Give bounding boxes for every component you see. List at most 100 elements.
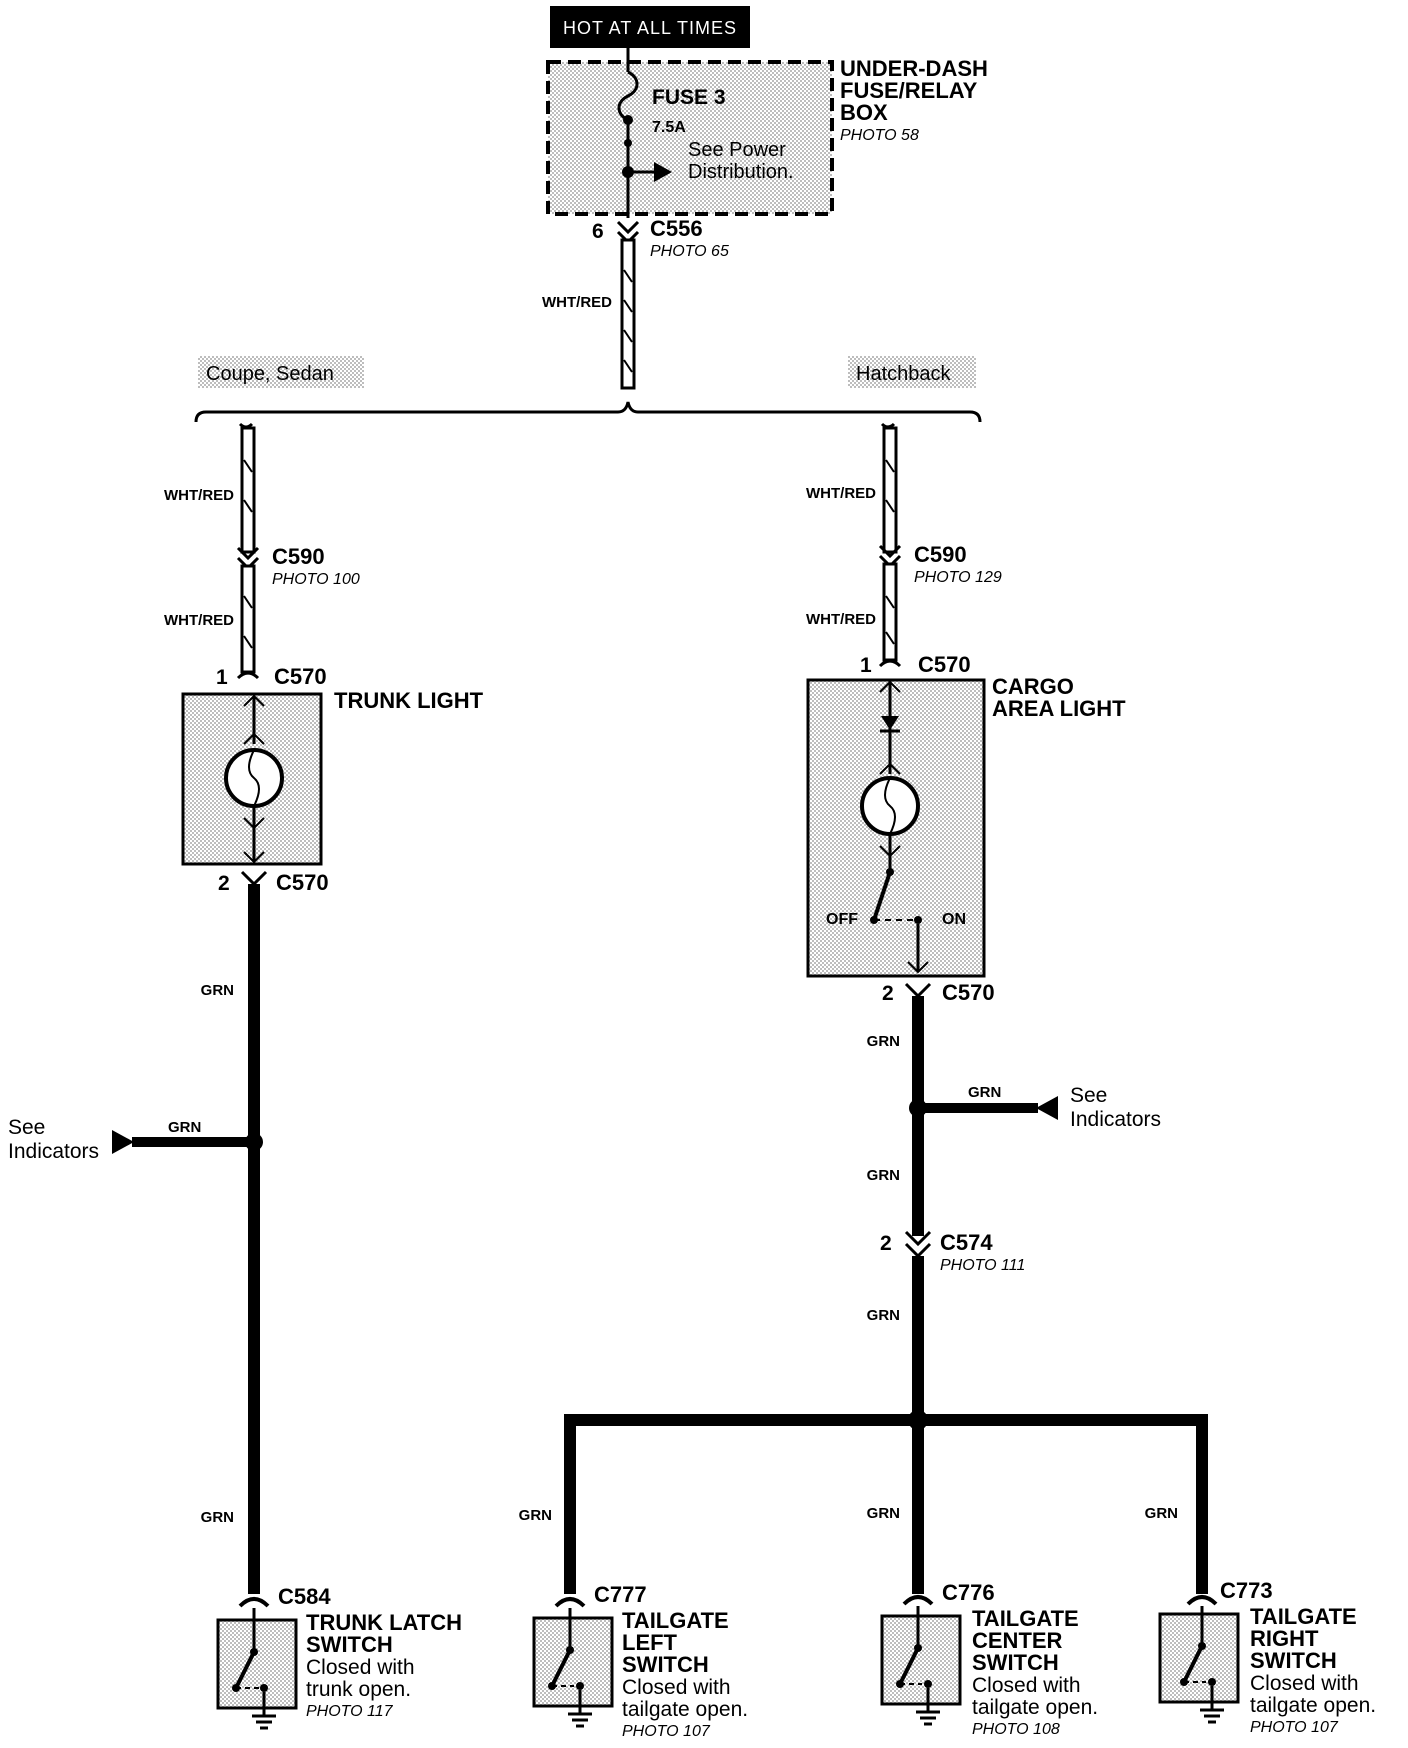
tailgate-center-ground-icon <box>916 1710 940 1726</box>
right-c590-label: C590 <box>914 542 967 567</box>
trunk-latch-label-2: SWITCH <box>306 1632 393 1657</box>
tailgate-center-l5: tailgate open. <box>972 1696 1098 1719</box>
variant-coupe-sedan: Coupe, Sedan <box>206 363 334 385</box>
fuse-box-label-2: FUSE/RELAY <box>840 78 978 103</box>
left-c570-top-label: C570 <box>274 664 327 689</box>
tailgate-left-photo: PHOTO 107 <box>622 1723 711 1740</box>
trunk-latch-label-1: TRUNK LATCH <box>306 1610 462 1635</box>
tailgate-center-l1: TAILGATE <box>972 1606 1079 1631</box>
under-dash-fuse-box <box>546 60 834 216</box>
see-power-arrow <box>654 162 672 182</box>
fuse-box-photo: PHOTO 58 <box>840 127 919 144</box>
cargo-light-label-1: CARGO <box>992 674 1074 699</box>
tailgate-right-switch: GRN C773 TAILGATE RIGHT SWITCH Closed wi… <box>1145 1505 1376 1736</box>
right-c570-pin2: 2 <box>882 982 894 1005</box>
trunk-latch-switch-box <box>216 1618 298 1710</box>
trunk-latch-switch-blade <box>234 1651 256 1689</box>
c584-label: C584 <box>278 1584 331 1609</box>
left-whtred-wire-2 <box>240 564 256 674</box>
right-c590-photo: PHOTO 129 <box>914 569 1002 586</box>
hot-at-all-times-label: HOT AT ALL TIMES <box>563 18 737 38</box>
tailgate-right-l3: SWITCH <box>1250 1648 1337 1673</box>
tailgate-left-l5: tailgate open. <box>622 1698 748 1721</box>
left-see-indicators-2: Indicators <box>8 1140 99 1163</box>
feed-wire <box>620 238 636 390</box>
tailgate-left-switch: GRN C777 TAILGATE LEFT SWITCH Closed wit… <box>519 1507 748 1740</box>
right-grn-label-2: GRN <box>867 1167 900 1184</box>
c556-label: C556 <box>650 216 703 241</box>
fuse-rating: 7.5A <box>652 119 686 136</box>
variant-bracket <box>194 401 982 423</box>
cargo-light-on-label: ON <box>942 911 966 928</box>
tailgate-left-l3: SWITCH <box>622 1652 709 1677</box>
left-see-indicators-1: See <box>8 1116 45 1139</box>
fuse-name: FUSE 3 <box>652 86 726 109</box>
right-see-indicators-1: See <box>1070 1084 1107 1107</box>
right-see-indicators-2: Indicators <box>1070 1108 1161 1131</box>
left-c590-photo: PHOTO 100 <box>272 571 360 588</box>
tailgate-left-wire: GRN <box>519 1507 552 1524</box>
right-wire-mid-label: WHT/RED <box>806 611 876 628</box>
left-c570-pin2: 2 <box>218 872 230 895</box>
tailgate-center-wire: GRN <box>867 1505 900 1522</box>
cargo-light-label-2: AREA LIGHT <box>992 696 1126 721</box>
right-grn-label-3: GRN <box>867 1307 900 1324</box>
fuse-box-label-3: BOX <box>840 100 888 125</box>
c574-pin: 2 <box>880 1232 892 1255</box>
tailgate-right-ground-icon <box>1200 1708 1224 1724</box>
left-c570-bot-label: C570 <box>276 870 329 895</box>
tailgate-right-l1: TAILGATE <box>1250 1604 1357 1629</box>
right-c570-pin1: 1 <box>860 654 872 677</box>
tailgate-right-photo: PHOTO 107 <box>1250 1719 1339 1736</box>
left-c590-label: C590 <box>272 544 325 569</box>
right-grn-label-1: GRN <box>867 1033 900 1050</box>
left-c570-top-connector <box>236 671 260 680</box>
cargo-light-diode-icon <box>881 716 899 730</box>
tailgate-center-l3: SWITCH <box>972 1650 1059 1675</box>
see-power-text-2: Distribution. <box>688 161 794 183</box>
tailgate-right-l4: Closed with <box>1250 1672 1359 1695</box>
feed-wire-label: WHT/RED <box>542 294 612 311</box>
c584-connector <box>238 1597 270 1608</box>
tailgate-right-l2: RIGHT <box>1250 1626 1319 1651</box>
right-whtred-wire-1 <box>882 426 898 554</box>
trunk-latch-label-3: Closed with <box>306 1656 415 1679</box>
c574-photo: PHOTO 111 <box>940 1257 1025 1274</box>
hot-at-all-times-banner <box>550 6 750 48</box>
see-indicators-arrow-left <box>112 1130 134 1154</box>
right-whtred-wire-2 <box>882 562 898 662</box>
c556-pin: 6 <box>592 220 604 243</box>
c574-label: C574 <box>940 1230 993 1255</box>
right-c570-top-label: C570 <box>918 652 971 677</box>
tailgate-center-l2: CENTER <box>972 1628 1063 1653</box>
right-c570-bot-connector <box>904 982 932 999</box>
right-branch-wire-label: GRN <box>968 1084 1001 1101</box>
c776-label: C776 <box>942 1580 995 1605</box>
left-wire-top-label: WHT/RED <box>164 487 234 504</box>
cargo-light-off-label: OFF <box>826 911 858 928</box>
c556-photo: PHOTO 65 <box>650 243 729 260</box>
trunk-light-label: TRUNK LIGHT <box>334 688 484 713</box>
c777-label: C777 <box>594 1582 647 1607</box>
tailgate-bus-wire <box>564 1414 1208 1594</box>
cargo-light-switch-blade <box>872 871 892 921</box>
tailgate-left-l1: TAILGATE <box>622 1608 729 1633</box>
left-grn-label-2: GRN <box>201 1509 234 1526</box>
tailgate-left-ground-icon <box>568 1712 592 1728</box>
right-c570-top-connector <box>878 659 902 668</box>
tailgate-center-photo: PHOTO 108 <box>972 1721 1060 1738</box>
trunk-latch-label-4: trunk open. <box>306 1678 411 1701</box>
tailgate-right-wire: GRN <box>1145 1505 1178 1522</box>
left-c570-pin1: 1 <box>216 666 228 689</box>
variant-hatchback: Hatchback <box>856 363 951 385</box>
right-wire-top-label: WHT/RED <box>806 485 876 502</box>
left-grn-label-1: GRN <box>201 982 234 999</box>
tailgate-left-l2: LEFT <box>622 1630 678 1655</box>
tailgate-center-l4: Closed with <box>972 1674 1081 1697</box>
right-c570-bot-label: C570 <box>942 980 995 1005</box>
left-whtred-wire-1 <box>240 426 256 554</box>
fuse-box-label-1: UNDER-DASH <box>840 56 988 81</box>
tailgate-right-l5: tailgate open. <box>1250 1694 1376 1717</box>
see-indicators-arrow-right <box>1036 1096 1058 1120</box>
